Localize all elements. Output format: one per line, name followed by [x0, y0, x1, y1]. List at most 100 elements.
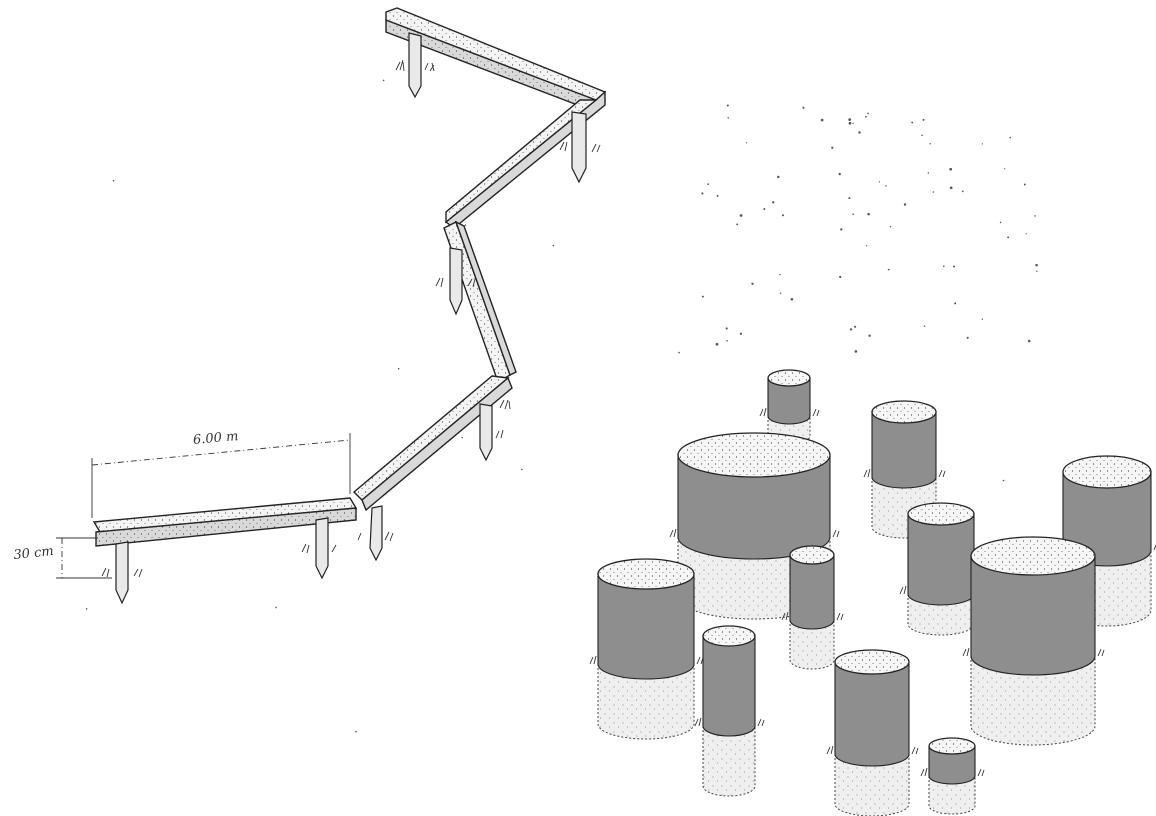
speck — [868, 334, 871, 337]
speck — [903, 203, 907, 206]
speck — [867, 112, 869, 115]
grass-tuft — [694, 717, 765, 727]
speck — [981, 143, 984, 145]
log-stump — [826, 649, 919, 816]
speck — [839, 275, 842, 279]
speck — [866, 245, 868, 247]
stump-top-stipple — [703, 626, 755, 646]
speck — [878, 181, 881, 183]
speck — [1007, 236, 1010, 239]
stump-top-stipple — [790, 546, 834, 564]
speck — [831, 146, 834, 149]
speck — [763, 207, 766, 211]
speck — [701, 192, 704, 195]
speck — [858, 131, 861, 134]
speck — [848, 118, 852, 121]
stake-4 — [479, 399, 511, 462]
speck — [707, 183, 710, 185]
stump-top-stipple — [678, 433, 830, 477]
speck — [715, 342, 719, 346]
stump-top-stipple — [768, 370, 810, 386]
stump-visible-side — [871, 411, 937, 489]
speck — [954, 302, 957, 305]
log-stump — [669, 432, 840, 620]
stump-visible-side — [789, 554, 835, 630]
grass-tuft — [759, 407, 820, 417]
speck — [921, 134, 923, 137]
speck — [1009, 136, 1011, 139]
log-stump — [694, 625, 765, 797]
stump-buried-stipple — [835, 754, 909, 816]
stake-3 — [435, 247, 476, 316]
stump-buried-stipple — [971, 656, 1095, 745]
speck — [716, 194, 719, 197]
stake-7 — [101, 541, 143, 605]
speck — [999, 221, 1002, 224]
stump-visible-side — [677, 454, 831, 560]
speck — [1036, 270, 1038, 273]
stump-buried-stipple — [703, 726, 755, 796]
speck — [1004, 168, 1006, 170]
speck — [464, 224, 467, 226]
speck — [932, 191, 935, 193]
speck — [887, 268, 890, 271]
stake-6 — [301, 517, 337, 580]
grass-tuft — [781, 611, 844, 621]
speck — [854, 325, 857, 328]
speck — [1002, 479, 1005, 482]
speck — [865, 115, 867, 118]
stump-buried-stipple — [908, 594, 974, 635]
speck — [779, 292, 782, 294]
stump-top-stipple — [971, 537, 1095, 575]
speck — [461, 436, 464, 439]
speck — [790, 298, 794, 301]
speck — [1027, 339, 1031, 343]
log-stump — [920, 737, 985, 815]
speck — [867, 212, 870, 216]
grass-tuft — [863, 468, 946, 478]
speck — [949, 186, 953, 190]
speck — [889, 225, 892, 228]
speck — [552, 244, 555, 247]
speck — [820, 118, 824, 122]
beam-segment-4 — [352, 375, 513, 512]
grass-tuft — [962, 647, 1105, 657]
speck — [848, 121, 852, 125]
speck — [966, 336, 969, 339]
speck — [848, 197, 851, 200]
speck — [852, 213, 855, 216]
speck — [739, 214, 743, 217]
speck — [678, 351, 680, 354]
speck — [1034, 215, 1036, 217]
grass-tuft — [826, 745, 919, 755]
speck — [953, 265, 956, 268]
speck — [701, 295, 704, 298]
grass-tuft — [589, 655, 704, 665]
stump-visible-side — [907, 513, 975, 606]
stump-top-stipple — [1063, 456, 1151, 488]
speck — [772, 201, 775, 204]
speck — [736, 223, 739, 226]
beam-segment-2 — [444, 90, 606, 229]
speck — [849, 328, 853, 331]
speck — [942, 265, 945, 268]
speck — [949, 167, 953, 171]
timber-edging-drawing: 6.00 m 30 cm — [13, 7, 607, 605]
speck — [927, 172, 930, 174]
speck — [802, 106, 805, 109]
length-label: 6.00 m — [192, 429, 239, 448]
stump-top-stipple — [598, 559, 694, 589]
speck — [397, 367, 400, 370]
stump-visible-side — [767, 377, 811, 425]
speck — [840, 228, 843, 231]
speck — [923, 325, 926, 327]
speck — [382, 79, 385, 82]
speck — [911, 121, 914, 124]
speck — [885, 185, 887, 187]
speck — [739, 332, 743, 335]
speck — [922, 118, 925, 121]
speck — [745, 142, 748, 144]
speck — [1035, 263, 1038, 267]
speck — [355, 730, 357, 733]
